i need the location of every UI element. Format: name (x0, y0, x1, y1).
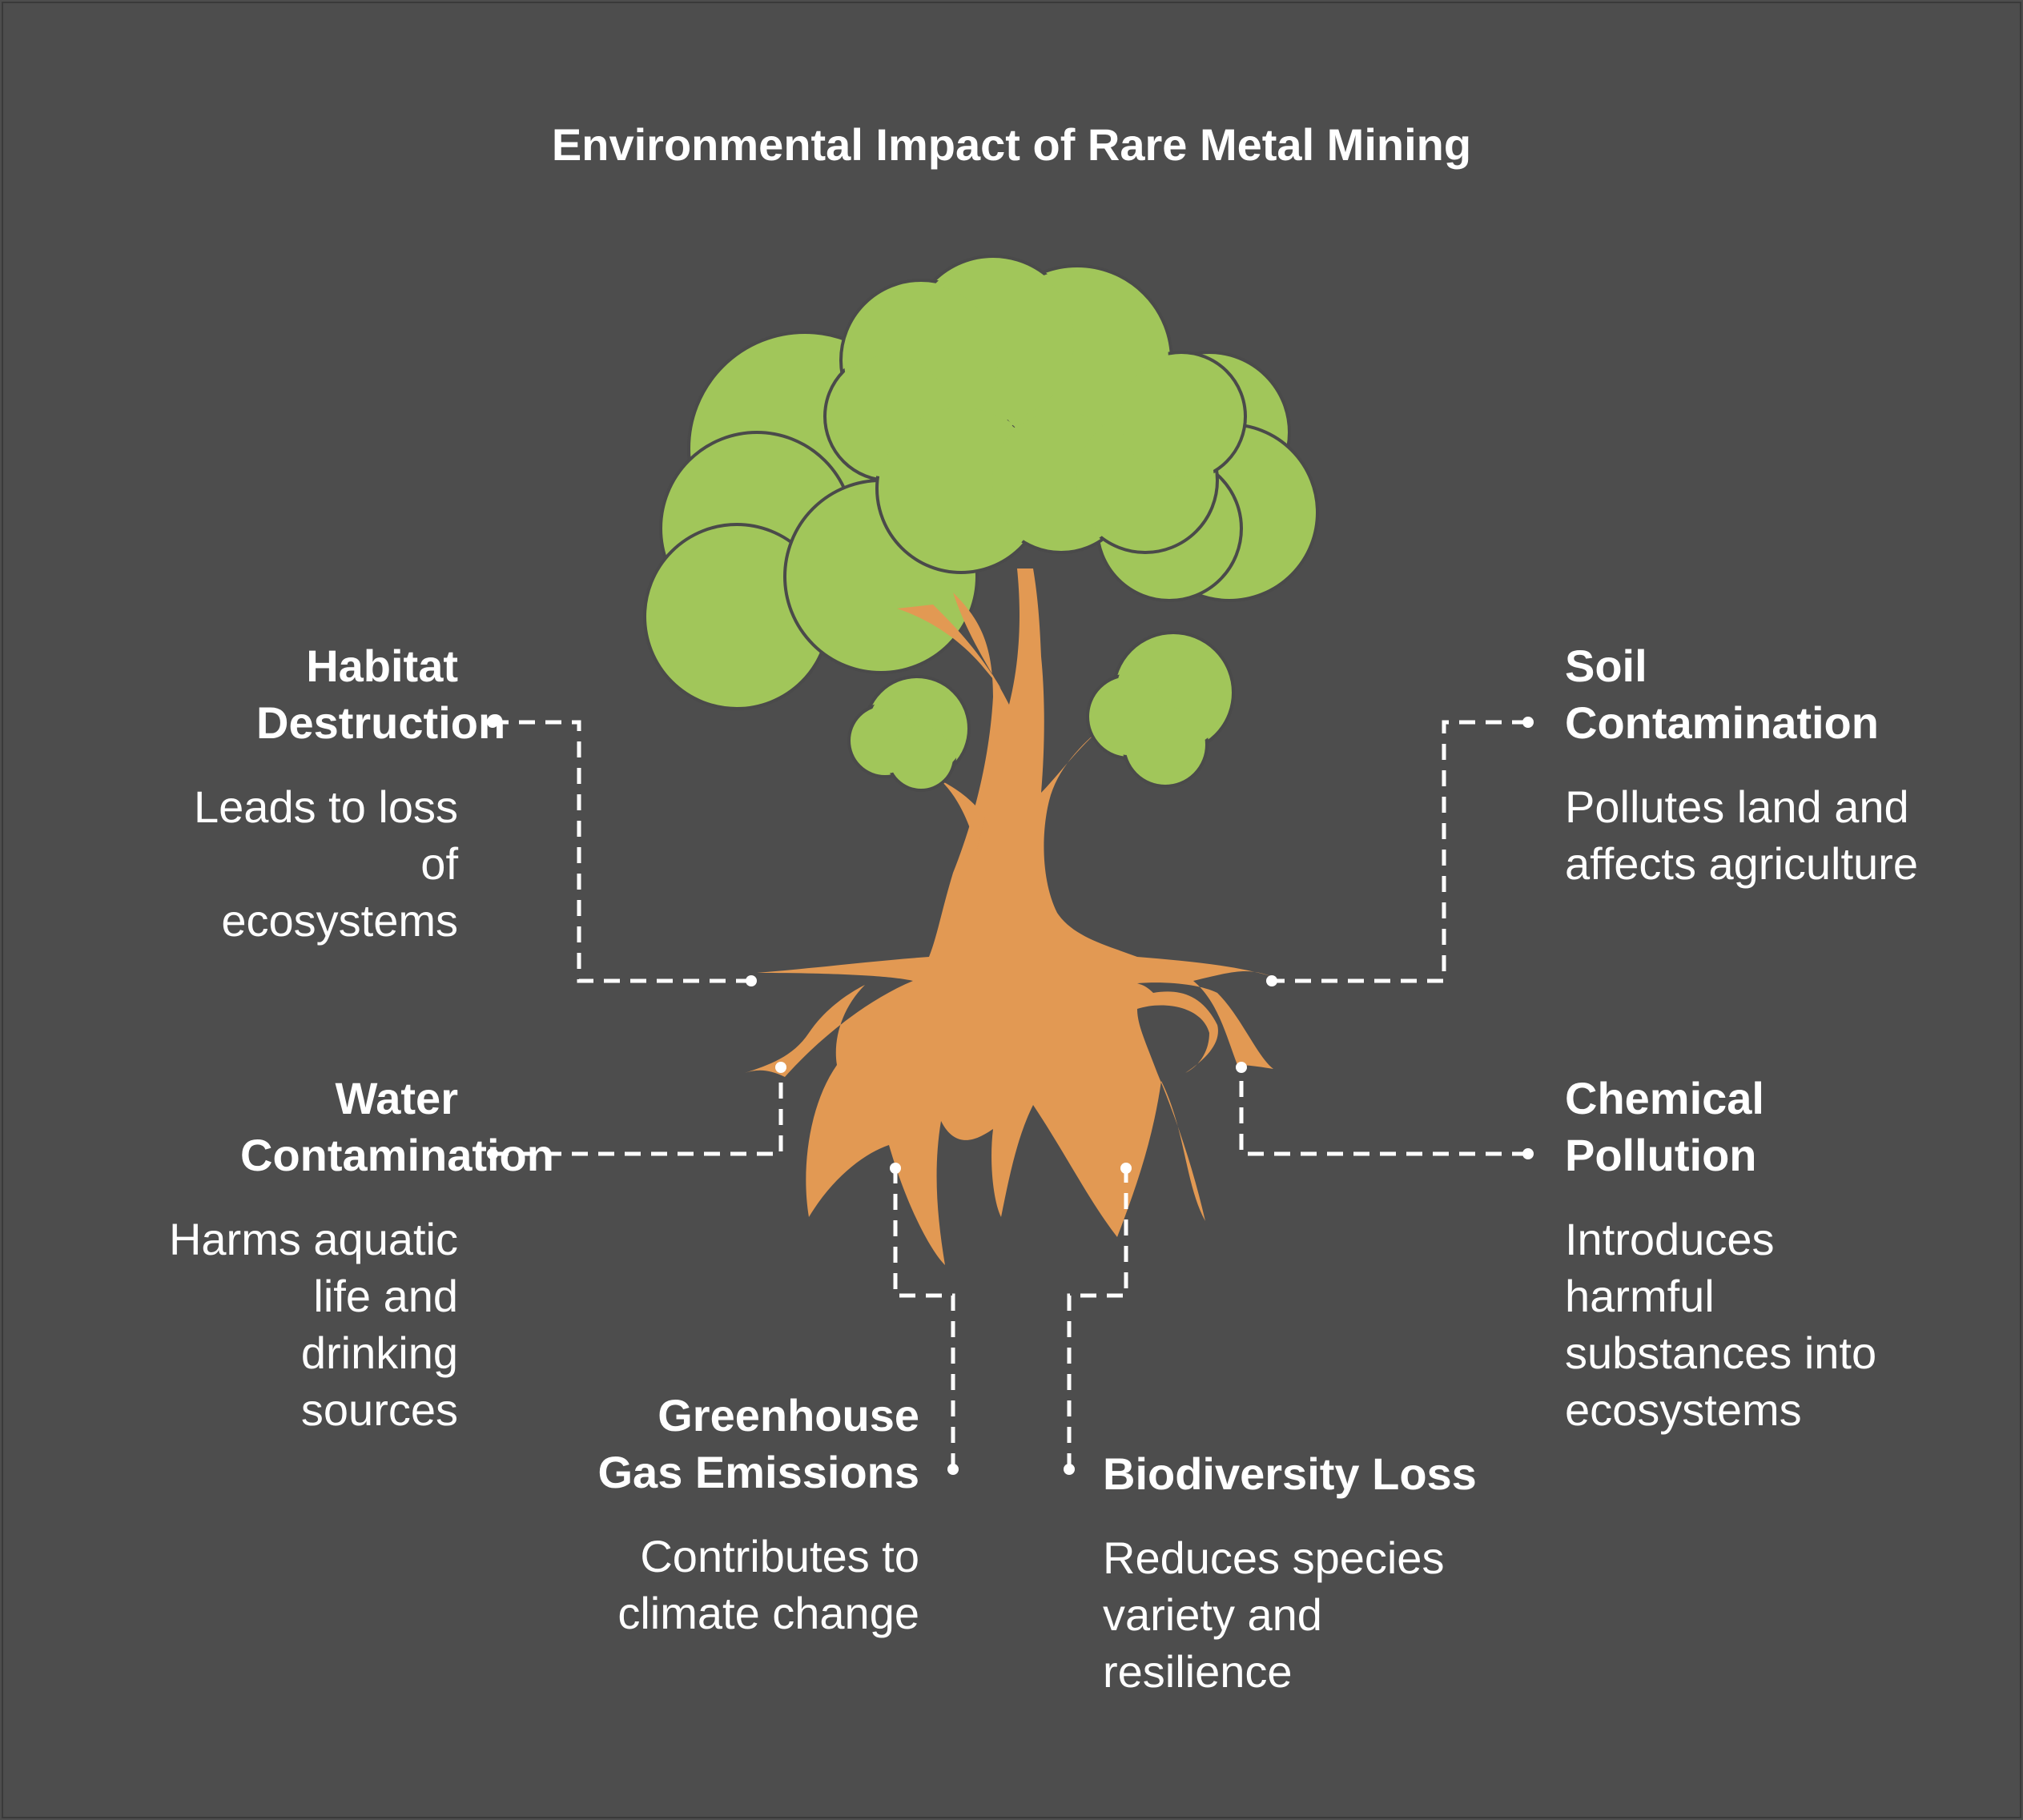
impact-biodiversity: Biodiversity Loss Reduces species variet… (1103, 1445, 1551, 1700)
impact-chemical: Chemical Pollution Introduces harmful su… (1565, 1070, 2013, 1438)
connector-habitat (493, 720, 751, 983)
impact-biodiversity-desc: Reduces species variety and resilience (1103, 1533, 1445, 1697)
diagram-title: Environmental Impact of Rare Metal Minin… (551, 119, 1472, 170)
tree-trunk (745, 568, 1273, 1265)
impact-habitat: Habitat Destruction Leads to loss of eco… (0, 637, 506, 949)
impact-water: Water Contamination Harms aquatic life a… (0, 1070, 554, 1438)
impact-greenhouse-title: Greenhouse Gas Emissions (597, 1390, 919, 1497)
connector-greenhouse (893, 1168, 955, 1469)
impact-greenhouse: Greenhouse Gas Emissions Contributes to … (481, 1387, 919, 1641)
impact-soil: Soil Contamination Pollutes land and aff… (1565, 637, 2013, 892)
impact-greenhouse-desc: Contributes to climate change (617, 1531, 919, 1638)
impact-habitat-desc: Leads to loss of ecosystems (194, 781, 458, 946)
impact-biodiversity-title: Biodiversity Loss (1103, 1448, 1477, 1499)
connector-chemical (1239, 1067, 1528, 1156)
impact-soil-desc: Pollutes land and affects agriculture (1565, 781, 1918, 889)
impact-soil-title: Soil Contamination (1565, 641, 1879, 748)
impact-water-title: Water Contamination (240, 1073, 554, 1180)
connector-biodiversity (1067, 1168, 1128, 1469)
impact-chemical-desc: Introduces harmful substances into ecosy… (1565, 1214, 1877, 1435)
impact-chemical-title: Chemical Pollution (1565, 1073, 1764, 1180)
connector-soil (1272, 720, 1528, 983)
impact-habitat-title: Habitat Destruction (256, 641, 506, 748)
impact-water-desc: Harms aquatic life and drinking sources (168, 1214, 458, 1435)
connector-water (493, 1067, 783, 1156)
connectors (487, 717, 1534, 1475)
